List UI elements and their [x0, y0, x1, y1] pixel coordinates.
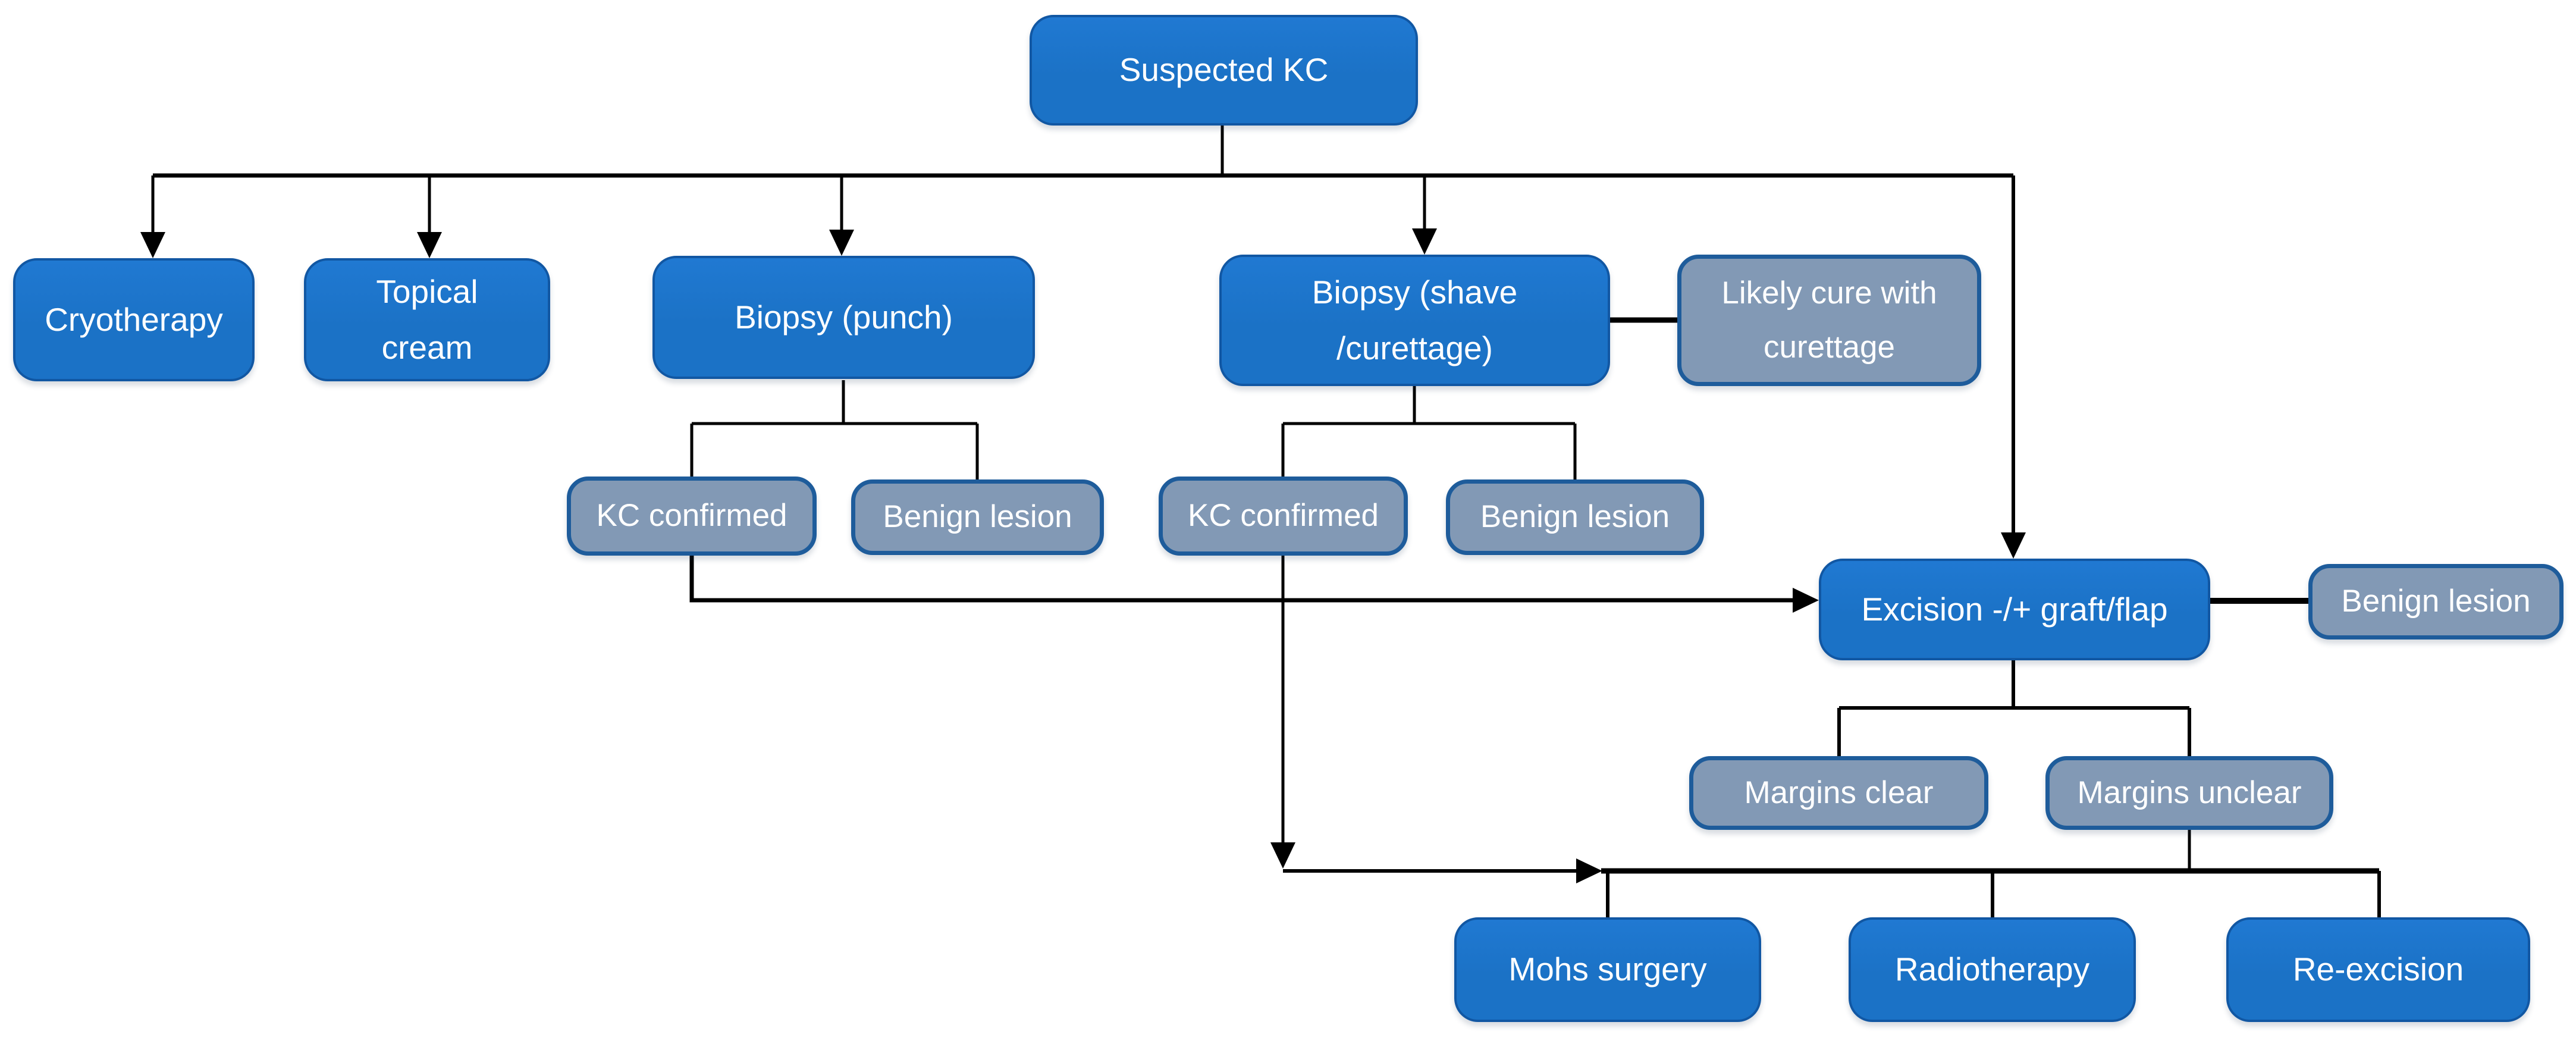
node-kc-confirmed-right-label: KC confirmed — [1187, 498, 1379, 534]
node-margins-unclear-label: Margins unclear — [2077, 775, 2302, 810]
node-benign-lesion-far-right-label: Benign lesion — [2341, 584, 2531, 619]
node-benign-lesion-left: Benign lesion — [851, 479, 1104, 555]
connector-punch-split — [690, 380, 979, 479]
node-radiotherapy: Radiotherapy — [1849, 917, 2136, 1022]
node-re-excision-label: Re-excision — [2292, 951, 2464, 988]
node-cryotherapy-label: Cryotherapy — [45, 300, 223, 338]
node-biopsy-punch: Biopsy (punch) — [652, 256, 1035, 379]
arrowhead-topical-cream — [417, 232, 442, 258]
node-mohs-surgery-label: Mohs surgery — [1508, 951, 1707, 988]
node-benign-lesion-far-right: Benign lesion — [2308, 564, 2564, 640]
arrowhead-biopsy-shave — [1412, 228, 1437, 255]
connector-shave-split — [1281, 385, 1577, 479]
node-margins-unclear: Margins unclear — [2045, 756, 2333, 830]
node-biopsy-shave-curettage: Biopsy (shave /curettage) — [1219, 255, 1610, 386]
arrowhead-excision-top — [2001, 532, 2026, 559]
node-biopsy-shave-curettage-label: Biopsy (shave /curettage) — [1311, 274, 1518, 366]
node-cryotherapy: Cryotherapy — [13, 258, 255, 381]
node-mohs-surgery: Mohs surgery — [1454, 917, 1761, 1022]
node-re-excision: Re-excision — [2226, 917, 2530, 1022]
node-margins-clear: Margins clear — [1689, 756, 1988, 830]
node-likely-cure-curettage-label: Likely cure with curettage — [1721, 275, 1937, 365]
arrowhead-cryotherapy — [140, 232, 165, 258]
node-excision-graft-flap: Excision -/+ graft/flap — [1819, 559, 2210, 660]
node-radiotherapy-label: Radiotherapy — [1894, 951, 2090, 988]
connector-lines — [151, 124, 2381, 917]
arrowhead-excision-left — [1793, 588, 1819, 613]
node-kc-confirmed-left-label: KC confirmed — [596, 498, 787, 534]
arrowhead-biopsy-punch — [829, 230, 854, 256]
node-likely-cure-curettage: Likely cure with curettage — [1677, 255, 1981, 386]
arrowhead-bottom-bus — [1576, 858, 1602, 883]
node-suspected-kc: Suspected KC — [1030, 15, 1418, 126]
arrowhead-kcright-down — [1270, 842, 1295, 869]
node-kc-confirmed-right: KC confirmed — [1159, 477, 1408, 556]
connector-excision-split — [1837, 659, 2191, 756]
node-kc-confirmed-left: KC confirmed — [567, 477, 817, 556]
node-suspected-kc-label: Suspected KC — [1119, 51, 1329, 89]
node-excision-graft-flap-label: Excision -/+ graft/flap — [1861, 590, 2168, 628]
node-topical-cream: Topical cream — [304, 258, 550, 381]
connector-arrowheads — [140, 228, 2026, 883]
node-margins-clear-label: Margins clear — [1744, 775, 1934, 810]
node-biopsy-punch-label: Biopsy (punch) — [735, 298, 953, 336]
node-benign-lesion-right-label: Benign lesion — [1480, 499, 1670, 535]
node-topical-cream-label: Topical cream — [376, 273, 478, 366]
node-benign-lesion-left-label: Benign lesion — [883, 499, 1072, 535]
node-benign-lesion-right: Benign lesion — [1446, 479, 1704, 555]
connector-kcleft-to-excision — [689, 554, 1794, 603]
